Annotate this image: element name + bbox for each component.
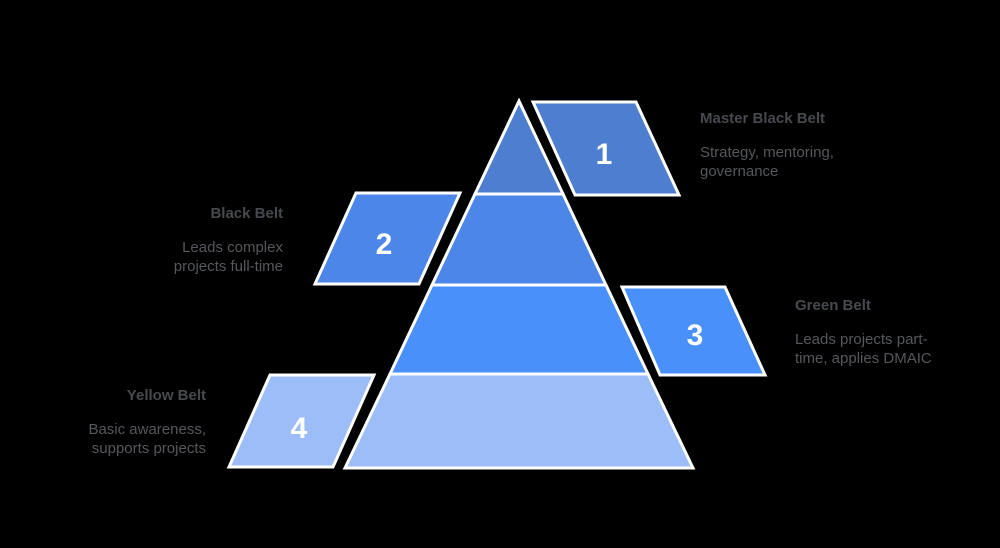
level-3-number: 3 xyxy=(686,319,704,352)
level-2-label: Black Belt Leads complex projects full-t… xyxy=(83,204,283,276)
level-1-label: Master Black Belt Strategy, mentoring, g… xyxy=(700,109,900,181)
callout-parallelogram-4 xyxy=(226,373,377,469)
level-1-number: 1 xyxy=(595,138,613,171)
level-3-desc-line-2: time, applies DMAIC xyxy=(795,350,932,367)
pyramid-band-4 xyxy=(342,372,696,470)
callout-parallelogram-1 xyxy=(530,100,682,197)
level-4-desc: Basic awareness, supports projects xyxy=(6,420,206,458)
level-2-desc-line-2: projects full-time xyxy=(173,258,283,275)
level-3-label: Green Belt Leads projects part- time, ap… xyxy=(795,296,995,368)
callout-parallelogram-2 xyxy=(312,191,463,286)
callout-parallelogram-3 xyxy=(619,285,768,377)
level-2-desc: Leads complex projects full-time xyxy=(83,238,283,276)
pyramid-band-2 xyxy=(429,192,609,287)
level-4-title: Yellow Belt xyxy=(126,387,206,404)
level-3-desc: Leads projects part- time, applies DMAIC xyxy=(795,330,995,368)
pyramid-band-3 xyxy=(387,283,651,376)
level-1-desc: Strategy, mentoring, governance xyxy=(700,143,900,181)
level-3-desc-line-1: Leads projects part- xyxy=(795,331,928,348)
level-4-number: 4 xyxy=(290,412,308,445)
level-4-desc-line-1: Basic awareness, xyxy=(88,421,206,438)
level-4-desc-line-2: supports projects xyxy=(91,440,206,457)
level-1-desc-line-2: governance xyxy=(700,163,779,180)
level-2-number: 2 xyxy=(375,228,393,261)
level-3-title: Green Belt xyxy=(795,297,871,314)
level-2-title: Black Belt xyxy=(210,205,283,222)
level-2-desc-line-1: Leads complex xyxy=(182,239,283,256)
level-4-label: Yellow Belt Basic awareness, supports pr… xyxy=(6,386,206,458)
level-1-desc-line-1: Strategy, mentoring, xyxy=(700,144,834,161)
level-1-title: Master Black Belt xyxy=(700,110,826,127)
